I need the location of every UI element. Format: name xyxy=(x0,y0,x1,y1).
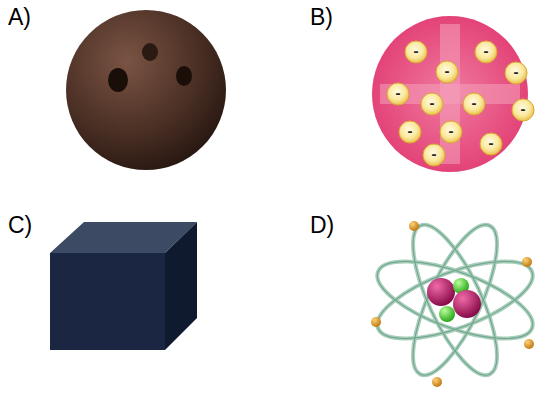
charge-sign: - xyxy=(481,133,501,153)
electron xyxy=(480,133,502,155)
charge-sign: - xyxy=(441,121,461,141)
charge-sign: - xyxy=(406,41,426,61)
electron xyxy=(463,93,485,115)
charge-sign: - xyxy=(422,93,442,113)
charge-sign: - xyxy=(464,93,484,113)
option-letter: B) xyxy=(310,4,333,30)
atom-model xyxy=(368,215,541,387)
charge-sign: - xyxy=(424,144,444,164)
electron xyxy=(505,62,527,84)
plum-pudding-model xyxy=(372,16,534,172)
charge-sign: - xyxy=(437,61,457,81)
bowling-ball xyxy=(66,10,226,170)
charge-sign: - xyxy=(513,99,533,119)
electron xyxy=(440,121,462,143)
electron xyxy=(399,121,421,143)
option-letter: C) xyxy=(8,212,32,238)
electron xyxy=(421,93,443,115)
electron xyxy=(387,83,409,105)
charge-sign: - xyxy=(388,83,408,103)
electron xyxy=(475,41,497,63)
option-letter: D) xyxy=(310,212,334,238)
electron xyxy=(405,41,427,63)
charge-sign: - xyxy=(476,41,496,61)
charge-sign: - xyxy=(400,121,420,141)
electron xyxy=(423,144,445,166)
electron xyxy=(512,99,534,121)
option-letter: A) xyxy=(8,4,31,30)
electron xyxy=(436,61,458,83)
electron-dots xyxy=(387,41,534,166)
solid-cube xyxy=(50,222,197,350)
charge-sign: - xyxy=(506,62,526,82)
